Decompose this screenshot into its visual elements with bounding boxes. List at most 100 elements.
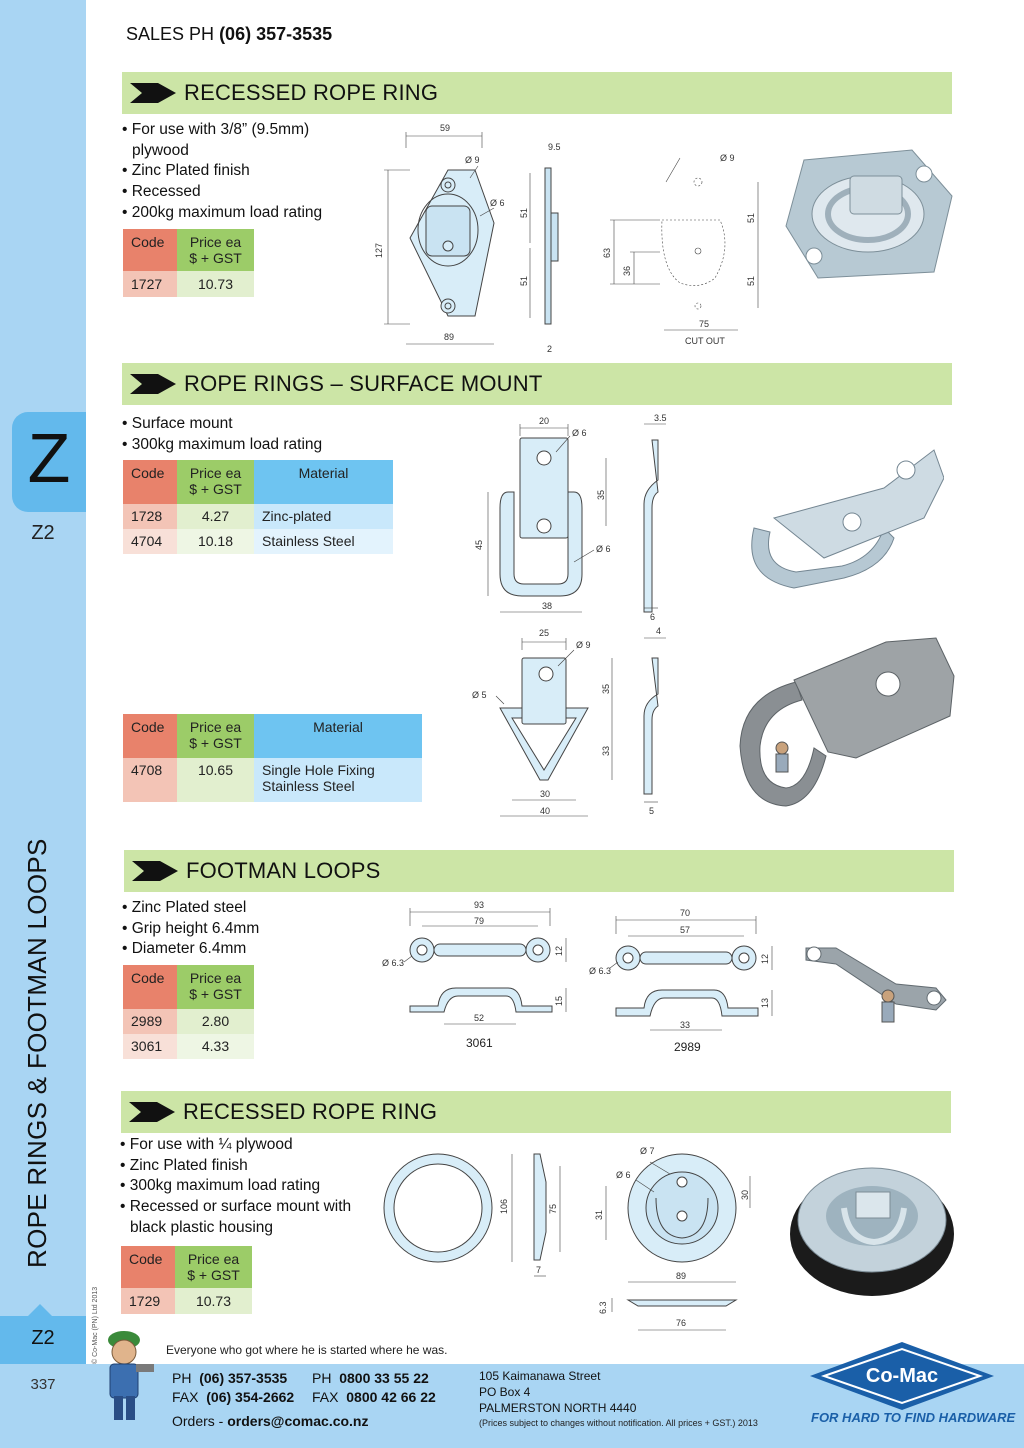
dim-label: Ø 6 [616,1170,631,1180]
price-cell: 2.80 [177,1009,254,1034]
dim-label: 30 [540,789,550,799]
dim-label: 51 [519,208,529,218]
dim-label: 33 [680,1020,690,1030]
dim-label: 59 [440,123,450,133]
dim-label: 31 [594,1210,604,1220]
dim-label: 89 [676,1271,686,1281]
comac-logo[interactable]: Co-Mac [810,1342,994,1410]
orders-email-link[interactable]: orders@comac.co.nz [227,1413,369,1429]
material-cell: Stainless Steel [254,529,393,554]
mascot-icon [775,741,789,773]
price-header: Price ea$ + GST [175,1246,252,1288]
recessed-ring-drawing: 59 Ø 9 Ø 6 127 89 9.5 51 51 2 Ø 9 63 36 … [374,123,759,354]
fax-number: (06) 354-2662 [206,1389,295,1405]
feature-item: 200kg maximum load rating [122,203,352,224]
dim-label: 6.3 [598,1301,608,1314]
code-cell: 2989 [123,1009,177,1034]
dim-label: 45 [474,540,484,550]
surface-ring-photo-b [739,637,955,807]
section-title: ROPE RINGS – SURFACE MOUNT [184,371,543,396]
section-band-surface: ROPE RINGS – SURFACE MOUNT [122,363,952,405]
code-cell: 1728 [123,504,177,529]
surface-ring-drawing-b: 25 Ø 9 Ø 5 35 33 30 40 4 5 [472,626,666,817]
dim-label: 3.5 [654,413,667,423]
footer-note: (Prices subject to changes without notif… [479,1418,758,1428]
dim-label: 89 [444,332,454,342]
price-header: Price ea$ + GST [177,229,254,271]
footer-orders: Orders - orders@comac.co.nz [172,1413,369,1429]
table-row: 3061 4.33 [123,1034,254,1059]
dim-label: Ø 6 [572,428,587,438]
code-header: Code [123,460,177,504]
price-table-surface: Code Price ea$ + GST Material 1728 4.27 … [123,460,393,554]
freefax-number: 0800 42 66 22 [346,1389,436,1405]
dim-label: 38 [542,601,552,611]
code-header: Code [123,714,177,758]
footman-loop-drawing-3061: 93 79 Ø 6.3 12 15 52 3061 [382,900,567,1050]
code-header: Code [123,965,177,1009]
dim-label: Ø 5 [472,690,487,700]
feature-item: Surface mount [122,414,382,435]
sales-phone[interactable]: (06) 357-3535 [219,24,333,44]
dim-label: 75 [548,1204,558,1214]
mascot-icon [881,989,895,1023]
dim-label: 40 [540,806,550,816]
dim-label: 33 [601,746,611,756]
code-cell: 1727 [123,271,177,297]
dim-label: 9.5 [548,142,561,152]
code-cell: 1729 [121,1288,175,1314]
table-row: 4704 10.18 Stainless Steel [123,529,393,554]
footer-phone-col: PH (06) 357-3535 FAX (06) 354-2662 [172,1370,295,1405]
arrow-icon [130,83,176,103]
section-title: RECESSED ROPE RING [183,1099,438,1124]
freephone-link[interactable]: 0800 33 55 22 [339,1370,429,1386]
dim-label: 51 [519,276,529,286]
footman-loop-photo [805,946,947,1023]
dim-label: Ø 6 [490,198,505,208]
mascot-icon [108,1331,154,1420]
dim-label: 2 [547,344,552,354]
feature-item: For use with ¼ plywood [120,1135,370,1156]
price-header: Price ea$ + GST [177,714,254,758]
sidebar [0,0,86,1448]
dim-label: Ø 6 [596,544,611,554]
sales-phone-header: SALES PH (06) 357-3535 [126,24,332,45]
dim-label: 35 [601,684,611,694]
feature-item: Diameter 6.4mm [122,939,382,960]
dim-label: Ø 6.3 [589,966,611,976]
feature-item: Recessed [122,182,352,203]
section-band-recessed-1: RECESSED ROPE RING [122,72,952,114]
section-code: Z2 [31,522,55,544]
feature-item: 300kg maximum load rating [120,1176,370,1197]
feature-item: For use with 3/8” (9.5mm) plywood [122,120,352,161]
surface-ring-drawing-a: 20 Ø 6 35 45 Ø 6 38 3.5 6 [474,413,667,622]
table-row: 2989 2.80 [123,1009,254,1034]
phone-link[interactable]: (06) 357-3535 [199,1370,288,1386]
section-letter: Z [27,419,71,497]
dim-label: 106 [499,1199,509,1214]
section-band-footman: FOOTMAN LOOPS [124,850,954,892]
dim-label: 52 [474,1013,484,1023]
dim-label: 12 [760,954,770,964]
arrow-icon [130,374,176,394]
price-cell: 10.18 [177,529,254,554]
feature-list: For use with 3/8” (9.5mm) plywood Zinc P… [122,120,352,224]
recessed-ring-photo [785,149,953,279]
price-header: Price ea$ + GST [177,460,254,504]
section-title: RECESSED ROPE RING [184,80,439,105]
price-table-footman: Code Price ea$ + GST 2989 2.80 3061 4.33 [123,965,254,1059]
dim-label: 7 [536,1265,541,1275]
section-tab[interactable] [12,412,86,512]
surface-ring-photo-a [751,449,944,589]
dim-label: Ø 7 [640,1146,655,1156]
code-cell: 3061 [123,1034,177,1059]
dim-label: 57 [680,925,690,935]
material-header: Material [254,714,422,758]
part-label: 3061 [466,1036,493,1050]
dim-label: 12 [554,946,564,956]
feature-list: Surface mount 300kg maximum load rating [122,414,382,455]
code-header: Code [123,229,177,271]
footman-loop-drawing-2989: 70 57 Ø 6.3 12 13 33 2989 [589,908,773,1054]
feature-item: Zinc Plated finish [120,1156,370,1177]
